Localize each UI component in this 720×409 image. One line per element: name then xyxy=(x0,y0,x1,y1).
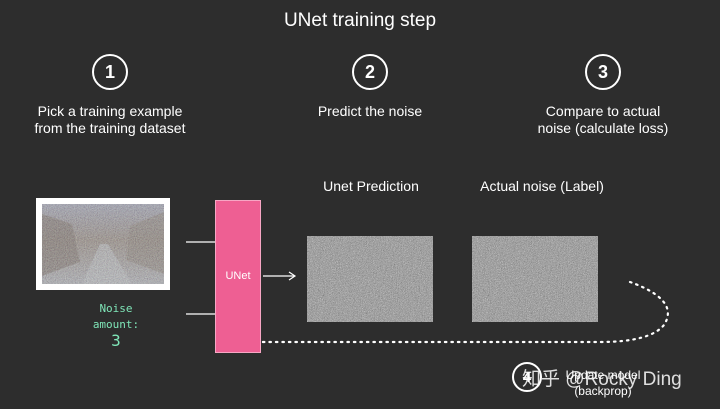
step-2-number: 2 xyxy=(364,61,375,82)
step-4-circle: 4 xyxy=(512,362,542,392)
step-2-circle: 2 xyxy=(352,54,388,90)
output-arrow-head xyxy=(288,271,297,281)
step-3-text-line1: Compare to actual xyxy=(545,103,661,119)
training-image-frame xyxy=(36,198,170,290)
step-1-text-line1: Pick a training example xyxy=(37,103,183,119)
step-1-text: Pick a training example from the trainin… xyxy=(20,103,200,137)
step-1-circle: 1 xyxy=(92,54,128,90)
unet-prediction-label: Unet Prediction xyxy=(323,178,419,194)
watermark-text: 知乎 @Rocky Ding xyxy=(522,369,682,390)
noise-amount-label-line1: Noise xyxy=(99,302,133,315)
step-3-text: Compare to actual noise (calculate loss) xyxy=(520,103,686,137)
noisy-training-image xyxy=(42,204,164,284)
step-4-number: 4 xyxy=(522,368,532,386)
backprop-dotted-path xyxy=(250,280,669,344)
backprop-label: (backprop) xyxy=(574,384,632,398)
diagram-title: UNet training step xyxy=(283,10,437,31)
update-model-label: Update model xyxy=(565,368,641,382)
actual-noise-image xyxy=(472,236,598,322)
unet-block xyxy=(215,200,261,353)
noise-amount-value: 3 xyxy=(111,331,121,350)
step-2-text-line1: Predict the noise xyxy=(317,103,423,119)
unet-block-label: UNet xyxy=(225,270,251,282)
step-1-number: 1 xyxy=(104,61,115,82)
step-3-circle: 3 xyxy=(585,54,621,90)
step-3-number: 3 xyxy=(597,61,608,82)
step-1-text-line2: from the training dataset xyxy=(34,120,186,136)
actual-noise-label: Actual noise (Label) xyxy=(480,178,604,194)
step-3-text-line2: noise (calculate loss) xyxy=(537,120,669,136)
noise-amount-label-line2: amount: xyxy=(92,318,140,331)
step-2-text: Predict the noise xyxy=(290,103,450,120)
unet-prediction-noise xyxy=(307,236,433,322)
